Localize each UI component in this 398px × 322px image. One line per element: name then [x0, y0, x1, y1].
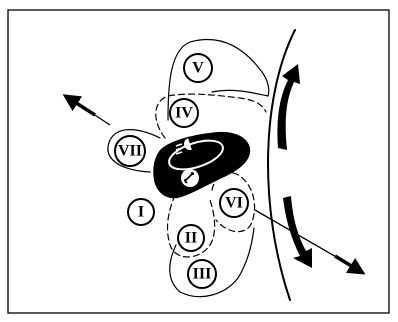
- position-label-vii: VII: [114, 135, 146, 167]
- position-label-i: I: [127, 198, 155, 226]
- position-label-v: V: [183, 53, 213, 83]
- position-vii-text: VII: [118, 143, 142, 160]
- combination-switch-lever: [153, 131, 251, 199]
- directional-arrow-icon: [62, 94, 111, 126]
- directional-arrow-icon: [254, 209, 366, 275]
- position-iii-text: III: [193, 266, 212, 283]
- position-ii-text: II: [185, 230, 197, 247]
- curved-arrow-icon: [277, 64, 300, 150]
- position-ii-outline: [166, 194, 216, 258]
- steering-wheel-rim: [267, 29, 296, 301]
- position-iii-outline: [169, 227, 255, 298]
- position-vi-text: VI: [225, 195, 243, 212]
- position-i-text: I: [138, 204, 144, 221]
- position-label-iv: IV: [169, 98, 199, 128]
- rotary-switch-icon: [181, 169, 199, 187]
- position-label-vi: VI: [219, 188, 249, 218]
- position-v-outline: [167, 38, 270, 121]
- position-iv-outline: [155, 93, 267, 139]
- headlight-beam-icon: [175, 138, 192, 155]
- position-vii-outline: [107, 129, 161, 173]
- position-iv-text: IV: [175, 105, 193, 122]
- position-label-iii: III: [187, 259, 217, 289]
- position-label-ii: II: [177, 224, 205, 252]
- position-v-text: V: [192, 60, 204, 77]
- curved-arrow-icon: [283, 196, 312, 268]
